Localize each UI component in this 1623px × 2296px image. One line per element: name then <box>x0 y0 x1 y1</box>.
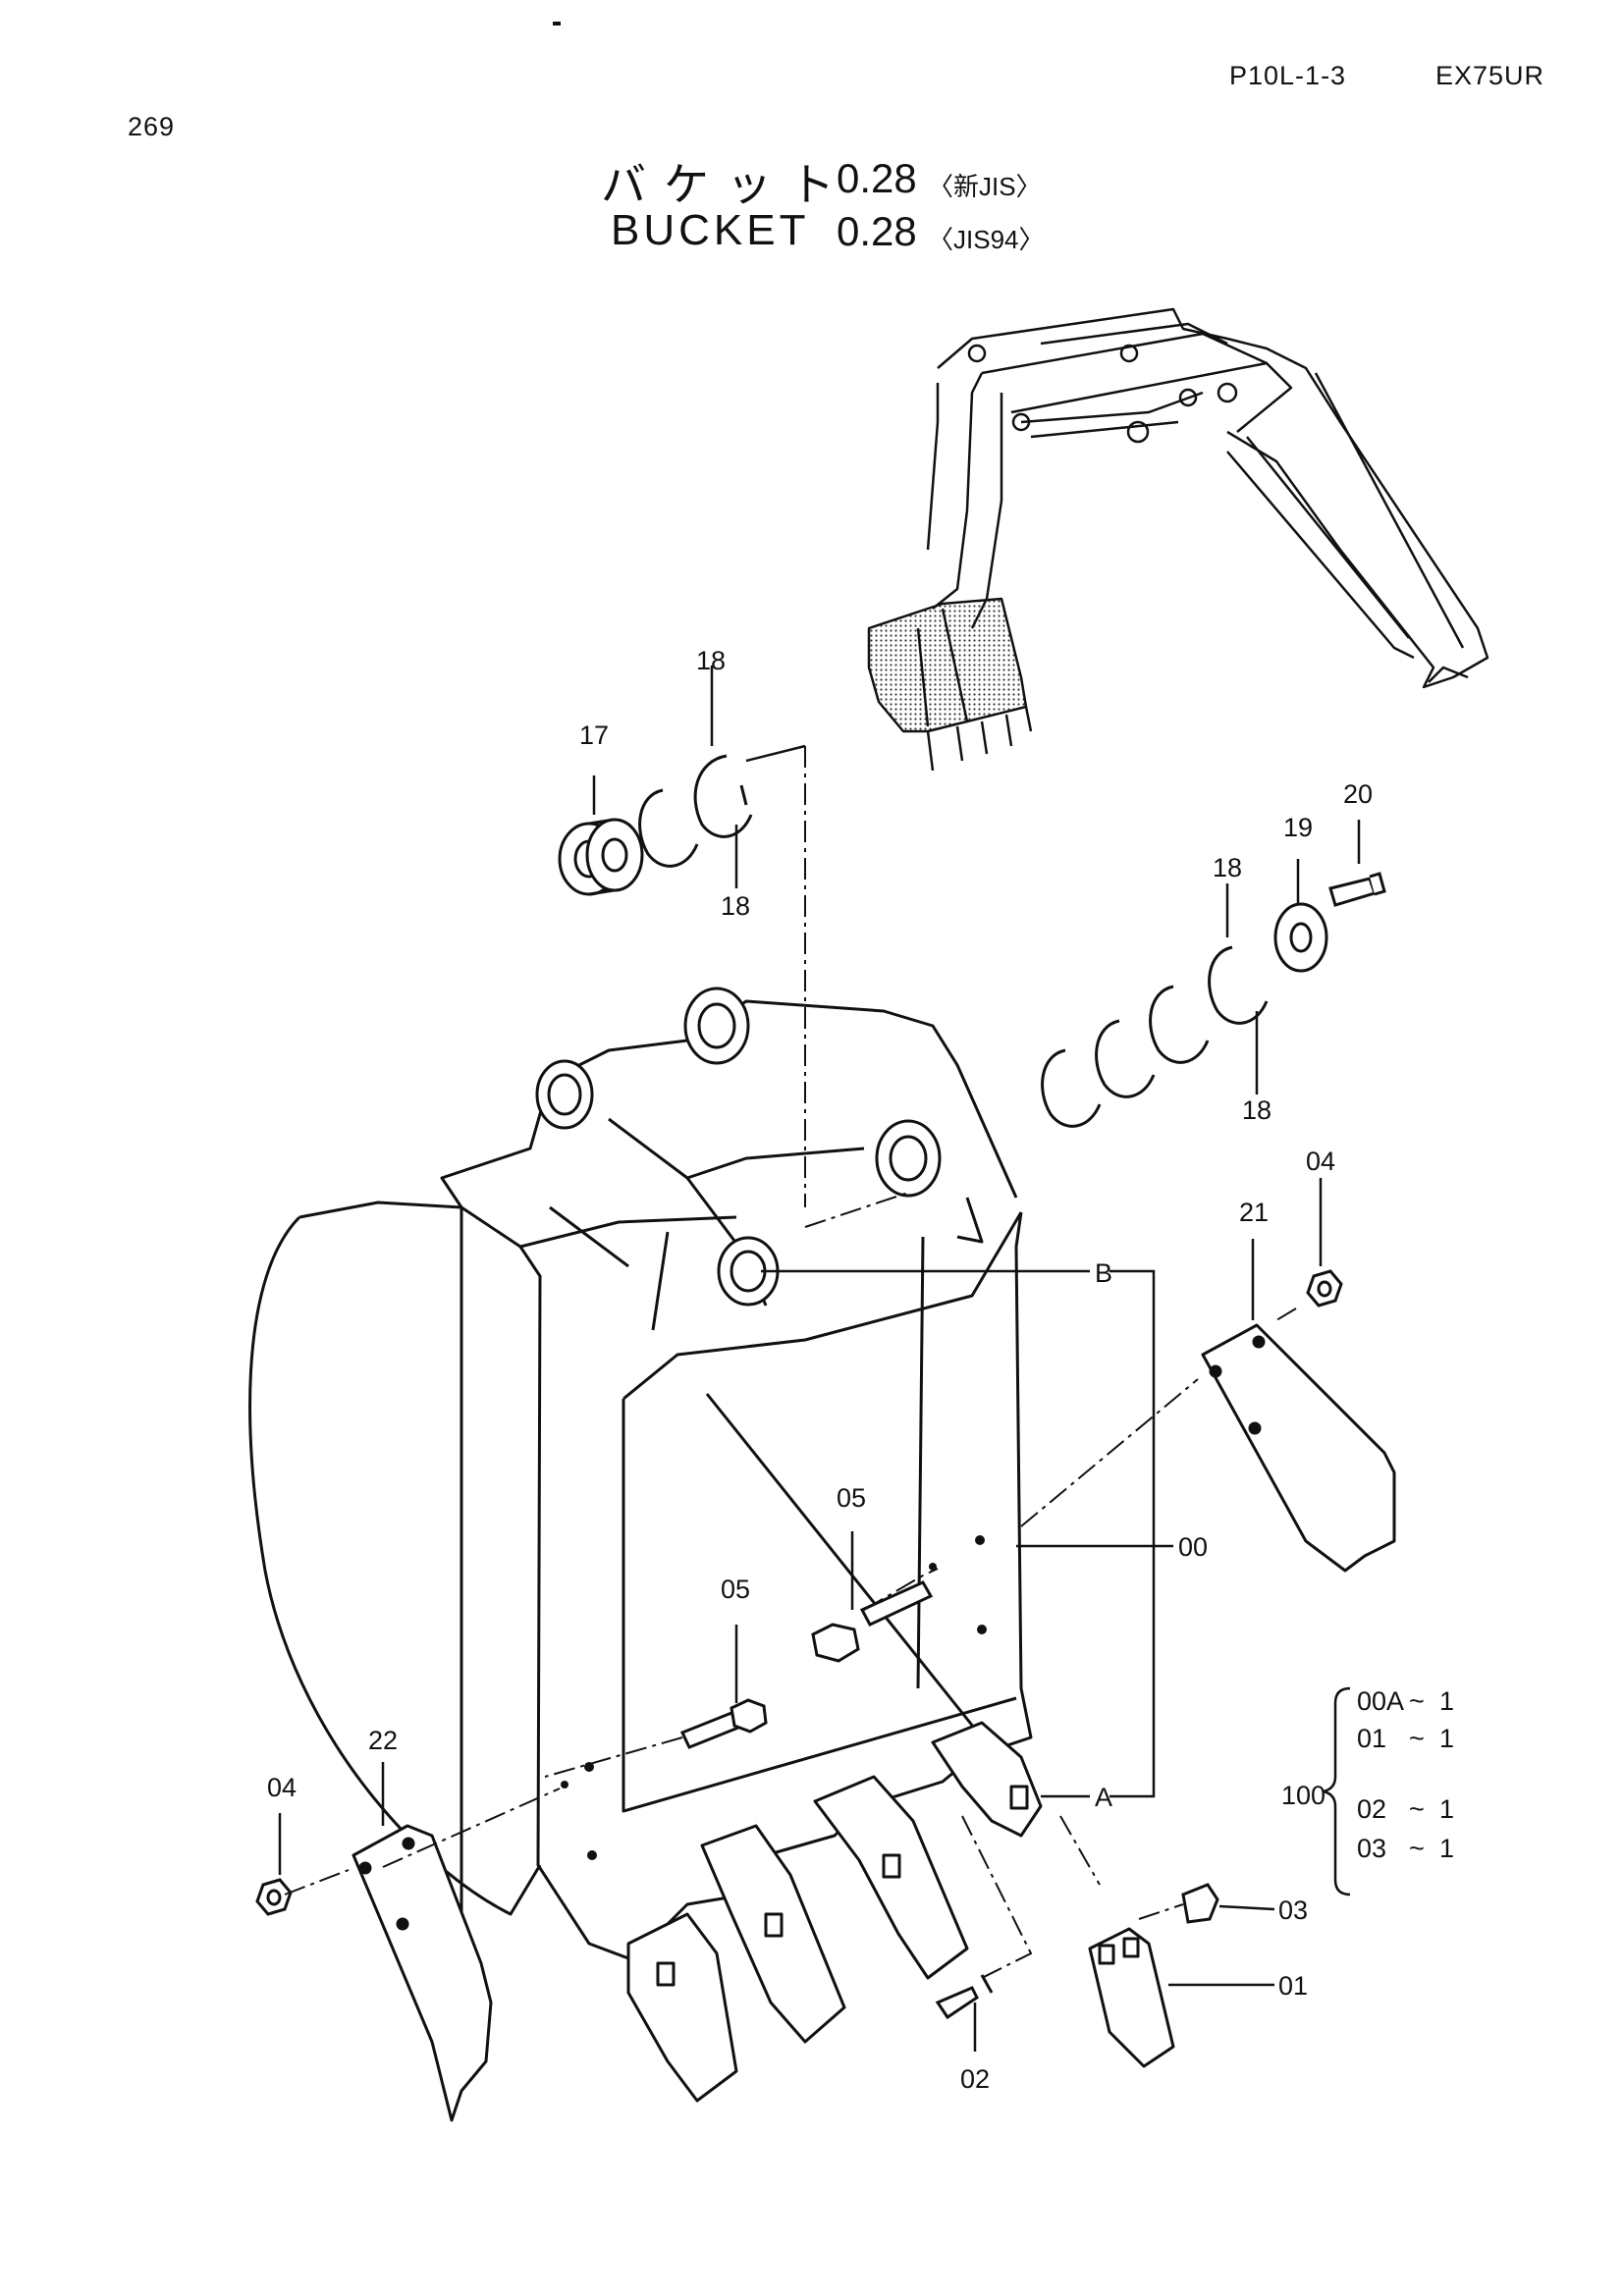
callout-17: 17 <box>579 721 609 750</box>
callout-18: 18 <box>721 891 750 921</box>
callout-02: 02 <box>960 2064 990 2094</box>
kit-item-qty: 1 <box>1439 1834 1454 1863</box>
callout-21: 21 <box>1239 1198 1269 1227</box>
callout-03: 03 <box>1278 1896 1308 1925</box>
bolt-05-lower <box>679 1698 768 1749</box>
callout-a: A <box>1095 1783 1112 1812</box>
callout-00: 00 <box>1178 1532 1208 1562</box>
kit-item-part: 02 <box>1357 1794 1386 1824</box>
nut-04-left <box>255 1878 293 1916</box>
kit-item-sep: ~ <box>1409 1686 1425 1716</box>
kit-item-part: 00A <box>1357 1686 1404 1716</box>
side-holes <box>561 1535 987 1860</box>
excavator-arm-inset <box>926 307 1489 689</box>
print-mark <box>553 22 561 26</box>
inset-bucket-highlight <box>867 597 1033 772</box>
kit-item-part: 01 <box>1357 1724 1386 1753</box>
title-tag-jp: 〈新JIS〉 <box>928 172 1042 201</box>
callout-b: B <box>1095 1258 1112 1288</box>
callout-19: 19 <box>1283 813 1313 842</box>
title-capacity-en: 0.28 <box>837 208 917 254</box>
nut-04-right <box>1306 1269 1343 1308</box>
kit-item-qty: 1 <box>1439 1724 1454 1753</box>
kit-item-qty: 1 <box>1439 1686 1454 1716</box>
kit-item-sep: ~ <box>1409 1724 1425 1753</box>
pin-bracket-left <box>558 754 753 896</box>
bucket-pin-bosses <box>535 987 942 1307</box>
machine-model: EX75UR <box>1435 61 1545 90</box>
kit-item-qty: 1 <box>1439 1794 1454 1824</box>
callout-20: 20 <box>1343 779 1373 809</box>
title-capacity-jp: 0.28 <box>837 155 917 201</box>
callout-01: 01 <box>1278 1971 1308 2001</box>
pin-bracket-right <box>1041 872 1386 1128</box>
kit-item-sep: ~ <box>1409 1794 1425 1824</box>
callout-04: 04 <box>1306 1147 1335 1176</box>
callout-22: 22 <box>368 1726 398 1755</box>
lock-02 <box>935 1974 994 2020</box>
callout-05: 05 <box>721 1575 750 1604</box>
bolt-05-upper <box>811 1580 934 1663</box>
kit-item-sep: ~ <box>1409 1834 1425 1863</box>
kit-number: 100 <box>1281 1781 1325 1810</box>
kit-brace <box>1323 1686 1351 1896</box>
callout-05: 05 <box>837 1483 866 1513</box>
title-japanese: バケット <box>601 158 852 211</box>
callout-leader-lines <box>278 666 1361 2052</box>
callout-04: 04 <box>267 1773 297 1802</box>
title-tag-en: 〈JIS94〉 <box>928 225 1045 254</box>
callout-18: 18 <box>1242 1095 1271 1125</box>
kit-items: 00A ~ 1 01 ~ 1 02 ~ 1 03 ~ 1 <box>1357 1686 1454 1863</box>
side-cutter-22 <box>352 1824 493 2122</box>
assembly-lines <box>284 746 1297 1979</box>
title-english: BUCKET <box>611 206 810 254</box>
callout-18: 18 <box>1213 853 1242 882</box>
diagram-code: P10L-1-3 <box>1229 61 1347 90</box>
pin-03 <box>1181 1883 1219 1924</box>
tooth-point-01 <box>1088 1927 1175 2068</box>
kit-item-part: 03 <box>1357 1834 1386 1863</box>
side-cutter-21 <box>1201 1323 1396 1573</box>
callout-18: 18 <box>696 646 726 675</box>
bucket-teeth <box>626 1721 1043 2103</box>
page-number: 269 <box>128 112 176 141</box>
